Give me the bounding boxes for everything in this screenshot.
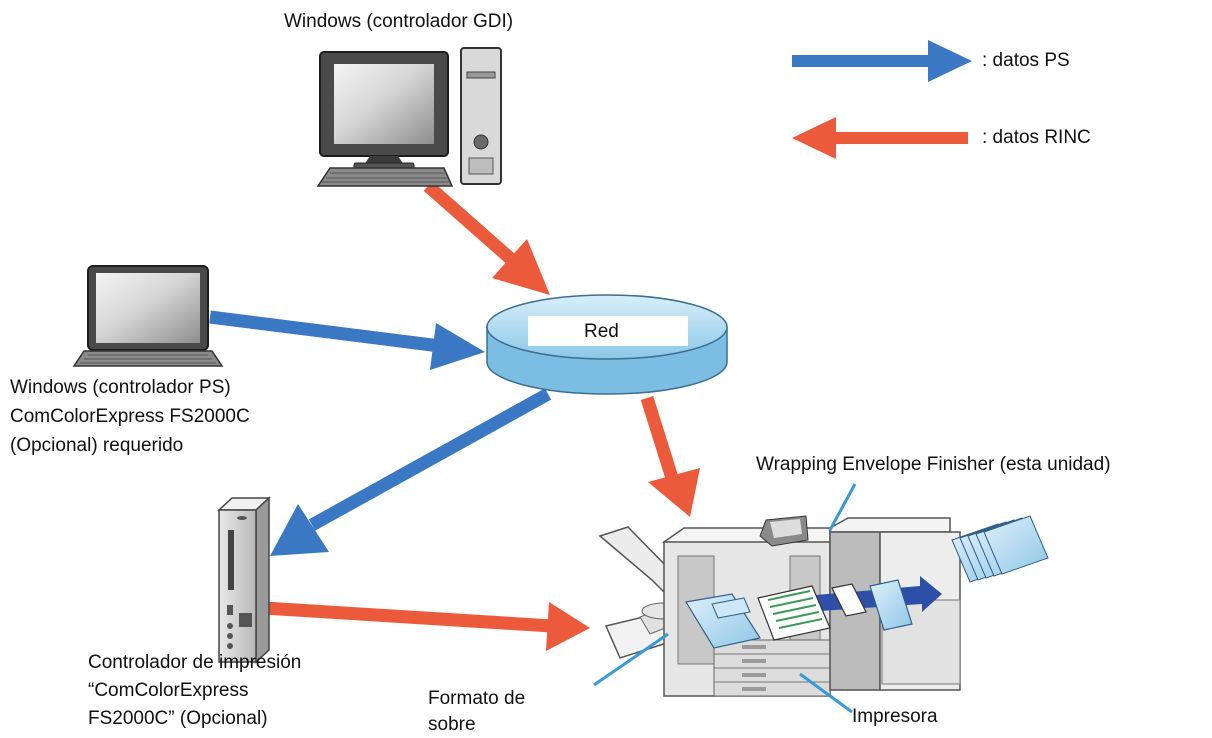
finisher-callout-line xyxy=(828,483,857,531)
network-label: Red xyxy=(584,321,619,342)
finisher-label: Wrapping Envelope Finisher (esta unidad) xyxy=(756,454,1111,475)
ps-computer-label-line1: Windows (controlador PS) xyxy=(10,377,231,398)
printer-label: Impresora xyxy=(852,706,938,727)
controller-label-line1: Controlador de impresión xyxy=(88,652,302,673)
print-controller-icon xyxy=(217,496,271,664)
laptop-computer-icon xyxy=(72,265,224,367)
arrow-network-to-printer xyxy=(640,396,700,517)
ps-computer-label-line2: ComColorExpress FS2000C xyxy=(10,406,250,427)
printer-callout-line xyxy=(799,672,853,714)
controller-label-line2: “ComColorExpress xyxy=(88,680,249,701)
legend-ps-label: : datos PS xyxy=(982,50,1070,71)
ps-computer-label-line3: (Opcional) requerido xyxy=(10,435,184,456)
arrow-gdi-to-network xyxy=(423,181,550,295)
legend-rinc-label: : datos RINC xyxy=(982,127,1091,148)
printer-icon xyxy=(598,515,1049,697)
network-cylinder-icon xyxy=(486,294,728,395)
desktop-computer-icon xyxy=(316,47,502,187)
legend-rinc-arrow xyxy=(792,117,968,159)
controller-label-line3: FS2000C” (Opcional) xyxy=(88,708,268,729)
legend-ps-arrow xyxy=(792,40,972,82)
arrow-pspc-to-network xyxy=(209,310,485,370)
envelope-format-label-line2: sobre xyxy=(428,714,476,735)
callout-lines xyxy=(593,483,857,714)
envelope-format-label-line1: Formato de xyxy=(428,688,526,709)
gdi-computer-label: Windows (controlador GDI) xyxy=(284,11,514,32)
envelope-format-callout-line xyxy=(593,632,669,687)
arrow-network-to-controller xyxy=(270,388,552,556)
arrow-controller-to-printer xyxy=(263,601,590,651)
